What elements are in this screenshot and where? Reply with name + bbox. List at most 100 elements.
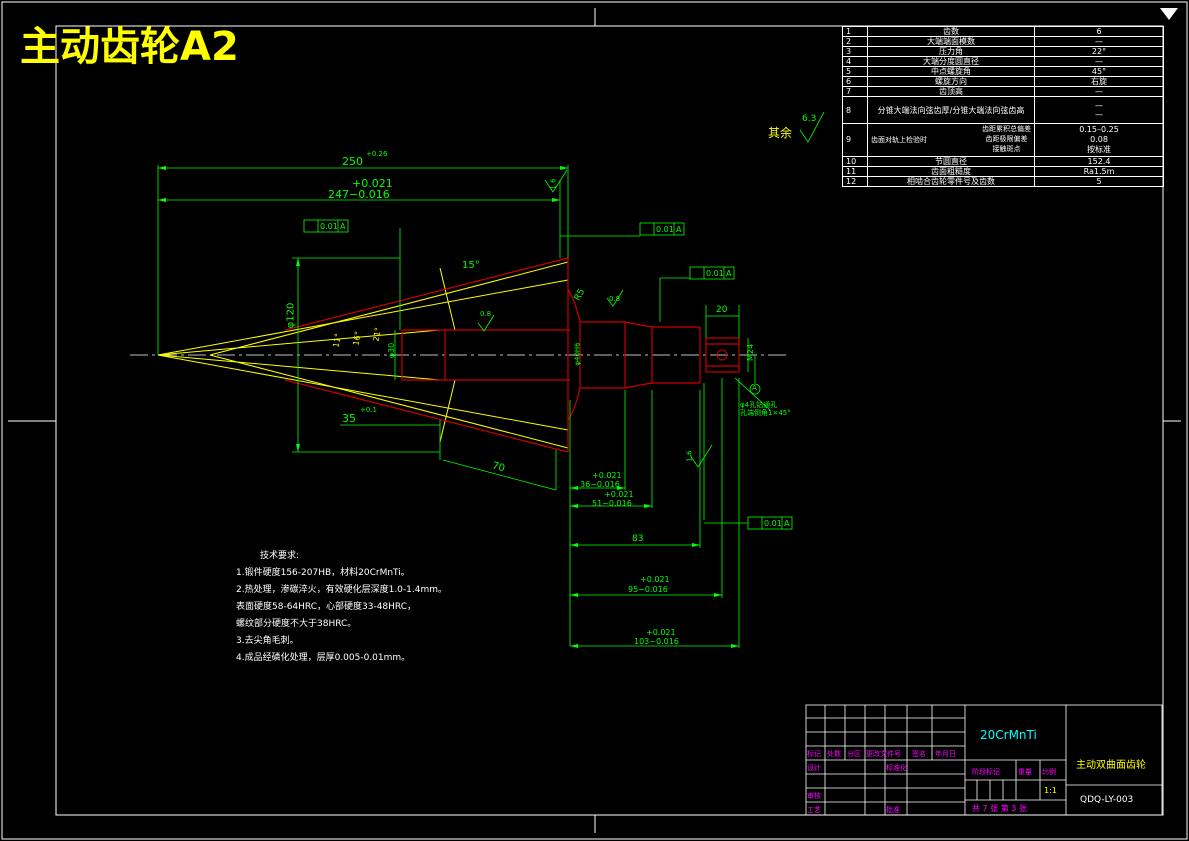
part-name: 主动双曲面齿轮 xyxy=(1076,760,1146,771)
roughness-mark: 0.8 xyxy=(609,295,621,303)
cross-hole xyxy=(716,349,728,361)
param-name: 齿面粗糙度 xyxy=(867,166,1035,177)
dim-247-tol: +0.021 xyxy=(352,177,393,190)
dim-103: 103−0.016 xyxy=(634,637,679,646)
label-standard: 标准化 xyxy=(886,764,907,772)
param-name: 大端分度圆直径 xyxy=(867,56,1035,67)
label-stage: 阶段标记 xyxy=(972,768,1000,776)
param-value: — xyxy=(1034,36,1164,47)
orientation-arrow-icon xyxy=(1160,8,1178,20)
param-no: 5 xyxy=(842,66,868,77)
label-process: 工艺 xyxy=(807,806,821,814)
datum-a-label: A xyxy=(752,384,757,392)
param-value: 45° xyxy=(1034,66,1164,77)
hole-note-2: 孔端倒角1×45° xyxy=(740,409,791,417)
notes-heading: 技术要求: xyxy=(260,551,300,561)
roughness-mark: 1.6 xyxy=(549,178,558,190)
label-mark: 标记 xyxy=(807,750,821,758)
sheet-count: 共 7 张 第 3 张 xyxy=(972,804,1027,813)
roughness-label: 其余 xyxy=(768,126,793,140)
label-zone: 分区 xyxy=(847,750,861,758)
roughness-symbols xyxy=(477,111,825,468)
param-no: 12 xyxy=(842,176,868,187)
note-line: 螺纹部分硬度不大于38HRC。 xyxy=(236,619,357,629)
roughness-mark: 1.6 xyxy=(685,450,694,462)
param-no: 11 xyxy=(842,166,868,177)
param-no: 4 xyxy=(842,56,868,67)
param-name: 分锥大端法向弦齿厚/分锥大端法向弦齿高 xyxy=(867,96,1035,124)
note-line: 2.热处理，渗碳淬火，有效硬化层深度1.0-1.4mm。 xyxy=(236,585,447,595)
param-value: 6 xyxy=(1034,26,1164,37)
note-line: 3.去尖角毛刺。 xyxy=(236,636,299,646)
param-name: 齿面对轨上检验时齿距累积总偏差齿距极限偏差接触斑点 xyxy=(867,123,1035,157)
tolerance-frames xyxy=(303,219,793,530)
label-check: 审核 xyxy=(807,792,821,800)
label-design: 设计 xyxy=(807,764,821,772)
param-no: 10 xyxy=(842,156,868,167)
sheet-title: 主动齿轮A2 xyxy=(20,24,239,70)
runout-datum: A xyxy=(784,519,790,528)
param-value: 5 xyxy=(1034,176,1164,187)
note-line: 4.成品经磷化处理，层厚0.005-0.01mm。 xyxy=(236,653,411,663)
scale-value: 1:1 xyxy=(1044,786,1057,795)
dim-20: 20 xyxy=(716,305,728,315)
dim-36: 36−0.016 xyxy=(580,480,620,489)
dim-35: 35 xyxy=(342,412,356,425)
param-name: 齿顶高 xyxy=(867,86,1035,97)
runout-datum: A xyxy=(340,222,346,231)
roughness-value: 6.3 xyxy=(802,114,817,124)
param-value: 152.4 xyxy=(1034,156,1164,167)
label-count: 处数 xyxy=(827,750,841,758)
dim-51-tol: +0.021 xyxy=(604,490,634,499)
dim-250: 250 xyxy=(342,155,363,168)
param-name: 压力角 xyxy=(867,46,1035,57)
technical-notes: 技术要求: 1.锻件硬度156-207HB，材料20CrMnTi。 2.热处理，… xyxy=(236,548,447,667)
runout-value: 0.01 xyxy=(656,225,674,234)
pitch-cone-lines xyxy=(157,261,569,449)
param-no: 1 xyxy=(842,26,868,37)
dim-15deg: 15° xyxy=(462,260,480,271)
param-name: 螺旋方向 xyxy=(867,76,1035,87)
param-value: 右旋 xyxy=(1034,76,1164,87)
param-name: 相啮合齿轮零件号及齿数 xyxy=(867,176,1035,187)
param-name: 节圆直径 xyxy=(867,156,1035,167)
runout-datum: A xyxy=(676,225,682,234)
dimension-lines xyxy=(157,165,771,648)
dim-247: 247−0.016 xyxy=(328,188,390,201)
label-approve: 批准 xyxy=(886,806,900,814)
label-ratio: 比例 xyxy=(1042,768,1056,776)
runout-value: 0.01 xyxy=(706,269,724,278)
param-no: 6 xyxy=(842,76,868,87)
material: 20CrMnTi xyxy=(980,728,1037,742)
dim-35-tol: +0.1 xyxy=(360,406,377,414)
param-name: 齿数 xyxy=(867,26,1035,37)
title-block-grid xyxy=(805,704,1163,816)
dim-phi40: φ40H6 xyxy=(573,342,582,366)
dim-m24: M24 xyxy=(746,343,756,362)
param-no: 2 xyxy=(842,36,868,47)
dim-250-tol: +0.26 xyxy=(366,150,388,158)
gear-body xyxy=(284,257,740,453)
roughness-mark: 0.8 xyxy=(480,310,492,318)
dim-95-tol: +0.021 xyxy=(640,575,670,584)
param-no: 3 xyxy=(842,46,868,57)
param-value: — xyxy=(1034,56,1164,67)
param-value: —— xyxy=(1034,96,1164,124)
runout-value: 0.01 xyxy=(320,222,338,231)
hole-note: φ4孔钻通孔 xyxy=(740,401,778,409)
label-docno: 更改文件号 xyxy=(866,750,901,758)
note-line: 1.锻件硬度156-207HB，材料20CrMnTi。 xyxy=(236,568,410,578)
dim-95: 95−0.016 xyxy=(628,585,668,594)
